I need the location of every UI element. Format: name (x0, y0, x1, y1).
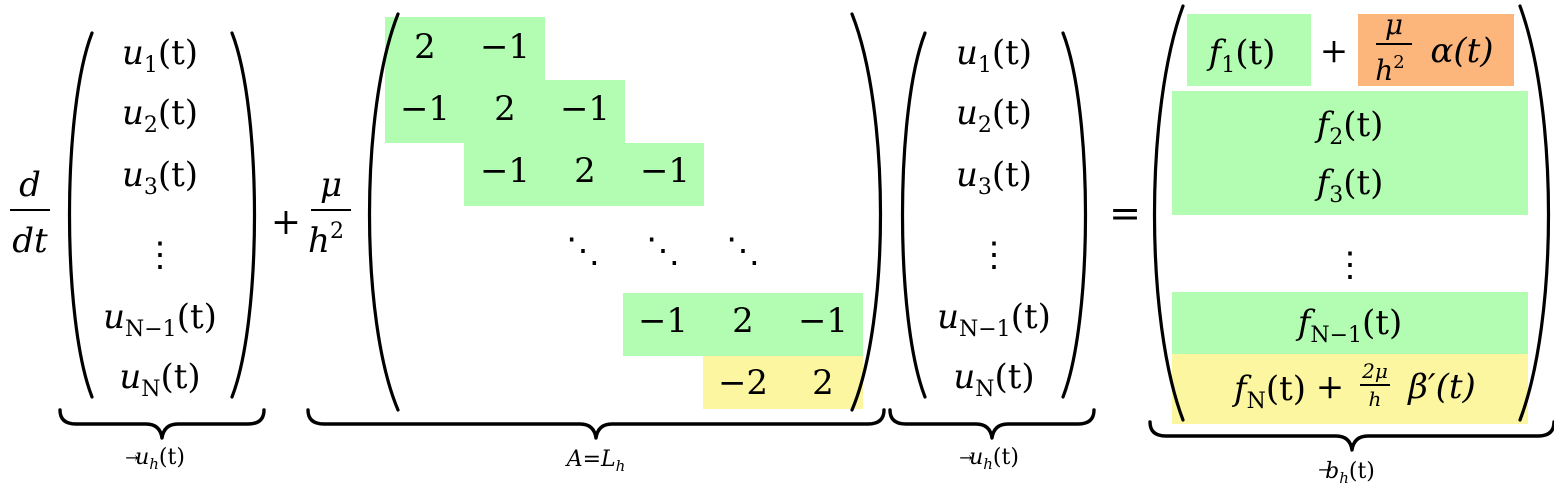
alpha-term: α(t) (1430, 31, 1493, 71)
u-vector-left-underbrace (58, 408, 266, 440)
vertical-dots: ⋮ (143, 235, 177, 275)
coefficient-numerator: μ (320, 165, 342, 205)
u-vector-right-label: uh(t) (969, 445, 1019, 473)
rhs-f1-highlight (1187, 14, 1311, 86)
fN-entry: fN(t) (1231, 369, 1306, 414)
matrix-row3-highlight (464, 143, 704, 206)
matrix-open-paren (367, 12, 400, 412)
u-vector-left-open-paren (67, 31, 94, 399)
matrix-entry: 2 (812, 363, 834, 403)
u-vector-right-underbrace (888, 408, 1096, 440)
rhs-alpha-highlight (1358, 14, 1514, 86)
u-label-arrow: → (959, 448, 972, 467)
f1-entry: f1(t) (1206, 33, 1276, 78)
u-vector-right: u1(t) u2(t) u3(t) ⋮ uN−1(t) uN(t) → uh(t… (888, 31, 1096, 473)
matrix-underbrace (306, 408, 886, 440)
b-vector-close-paren (1518, 4, 1551, 422)
u2-entry: u2(t) (122, 93, 198, 138)
uN-entry: uN(t) (953, 357, 1034, 402)
equals-sign: = (1109, 191, 1141, 235)
matrix-entry: −1 (638, 301, 688, 341)
diffusion-coefficient: + μ h2 (271, 165, 351, 261)
derivative-operator: d dt (10, 165, 50, 261)
vertical-dots: ⋮ (977, 235, 1011, 275)
matrix-rowN-highlight (703, 356, 863, 409)
uN-entry: uN(t) (119, 357, 200, 402)
uN1-entry: uN−1(t) (937, 297, 1051, 342)
fN1-entry: fN−1(t) (1295, 303, 1402, 348)
diagonal-dots: ⋱ (566, 231, 600, 271)
u-label-arrow: → (125, 448, 138, 467)
u1-entry: u1(t) (122, 33, 198, 78)
matrix-rowN1-highlight (623, 293, 863, 356)
diagonal-dots: ⋱ (646, 231, 680, 271)
u-vector-left-close-paren (230, 31, 257, 399)
rhs-fN1-highlight (1172, 292, 1528, 354)
alpha-coefficient-numerator: μ (1385, 8, 1403, 41)
matrix-entry: −1 (798, 301, 848, 341)
f3-entry: f3(t) (1314, 163, 1384, 208)
matrix-row1-highlight (385, 17, 545, 80)
rhs-f2f3-highlight (1172, 91, 1528, 215)
vertical-dots: ⋮ (1333, 245, 1367, 285)
matrix-entry: −1 (480, 151, 530, 191)
matrix-entry: −1 (480, 27, 530, 67)
matrix-entry: −2 (718, 363, 768, 403)
diagonal-dots: ⋱ (726, 231, 760, 271)
u3-entry: u3(t) (956, 155, 1032, 200)
matrix-label: A=Lh (565, 447, 626, 475)
b-vector-underbrace (1148, 420, 1554, 452)
matrix-entry: 2 (414, 27, 436, 67)
plus-sign-3: + (1316, 367, 1345, 407)
beta-coefficient-numerator: 2μ (1361, 359, 1388, 383)
plus-sign-2: + (1320, 31, 1349, 71)
u-vector-right-close-paren (1061, 31, 1088, 399)
u-vector-right-open-paren (900, 31, 927, 399)
highlight-boxes (385, 14, 1528, 424)
matrix-A: 2 −1 −1 2 −1 −1 2 −1 ⋱ ⋱ ⋱ −1 2 −1 −2 2 … (306, 12, 886, 475)
coefficient-denominator: h2 (308, 219, 344, 261)
rhs-fN-highlight (1172, 354, 1528, 424)
matrix-entry: −1 (640, 151, 690, 191)
b-label-arrow: → (1318, 460, 1331, 479)
b-vector-open-paren (1152, 4, 1185, 422)
beta-term: β′(t) (1406, 367, 1476, 407)
plus-sign-1: + (271, 202, 301, 243)
u1-entry: u1(t) (956, 33, 1032, 78)
b-vector: f1(t) + μ h2 α(t) f2(t) f3(t) ⋮ fN−1(t) … (1148, 4, 1554, 487)
derivative-numerator: d (19, 165, 41, 205)
alpha-coefficient-denominator: h2 (1375, 52, 1405, 87)
matrix-entry: −1 (400, 89, 450, 129)
u3-entry: u3(t) (122, 155, 198, 200)
u2-entry: u2(t) (956, 93, 1032, 138)
f2-entry: f2(t) (1314, 105, 1384, 150)
u-vector-left-label: uh(t) (135, 445, 185, 473)
beta-coefficient-denominator: h (1369, 387, 1382, 411)
uN1-entry: uN−1(t) (103, 297, 217, 342)
matrix-entry: 2 (494, 89, 516, 129)
u-vector-left: u1(t) u2(t) u3(t) ⋮ uN−1(t) uN(t) → uh(t… (58, 31, 266, 473)
matrix-entry: 2 (574, 151, 596, 191)
matrix-entry: −1 (560, 89, 610, 129)
matrix-entry: 2 (732, 301, 754, 341)
matrix-row2-highlight (385, 80, 625, 143)
b-vector-label: bh(t) (1325, 459, 1375, 487)
matrix-close-paren (850, 12, 883, 412)
derivative-denominator: dt (12, 221, 48, 261)
